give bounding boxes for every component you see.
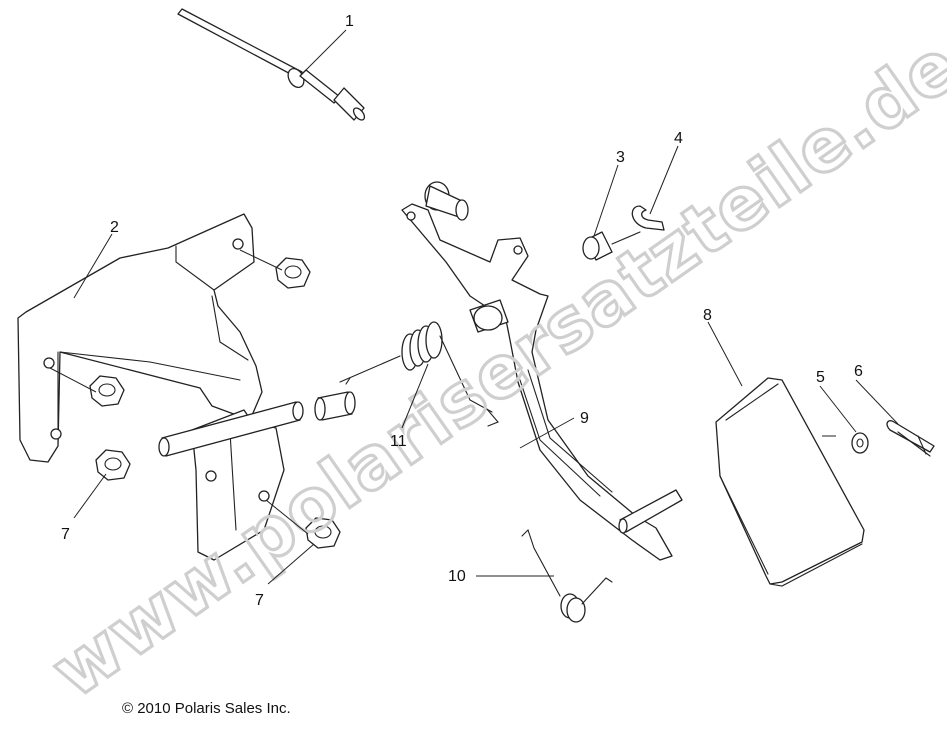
nut-upper-right — [275, 257, 311, 289]
part-8-pedal-pad — [715, 377, 865, 587]
part-3-bushing — [582, 231, 641, 261]
leader-lines — [49, 29, 899, 585]
callout-2: 2 — [110, 219, 119, 236]
callout-8: 8 — [703, 307, 712, 324]
callout-11: 11 — [390, 433, 407, 450]
part-9-pedal-arm — [401, 181, 683, 561]
nut-lower-middle — [305, 517, 341, 549]
copyright-notice: © 2010 Polaris Sales Inc. — [122, 700, 291, 717]
part-7-nuts — [89, 257, 341, 549]
callout-labels: 1 2 3 4 5 6 7 7 8 9 10 11 — [61, 13, 863, 609]
callout-5: 5 — [816, 369, 825, 386]
part-2-bracket — [17, 213, 304, 561]
part-4-clip — [631, 205, 665, 231]
callout-7b: 7 — [255, 592, 264, 609]
callout-10: 10 — [448, 568, 466, 585]
nut-left-upper — [89, 375, 125, 407]
part-5-washer — [851, 432, 869, 454]
callout-9: 9 — [580, 410, 589, 427]
shaft-bushing — [314, 391, 356, 421]
part-11-spring — [339, 321, 499, 427]
part-10-return-spring — [521, 528, 613, 623]
part-6-cotter-pin — [886, 420, 935, 457]
callout-6: 6 — [854, 363, 863, 380]
callout-4: 4 — [674, 130, 683, 147]
nut-left-lower — [95, 449, 131, 481]
part-1-rod — [177, 8, 366, 121]
callout-7a: 7 — [61, 526, 70, 543]
callout-3: 3 — [616, 149, 625, 166]
callout-1: 1 — [345, 13, 354, 30]
